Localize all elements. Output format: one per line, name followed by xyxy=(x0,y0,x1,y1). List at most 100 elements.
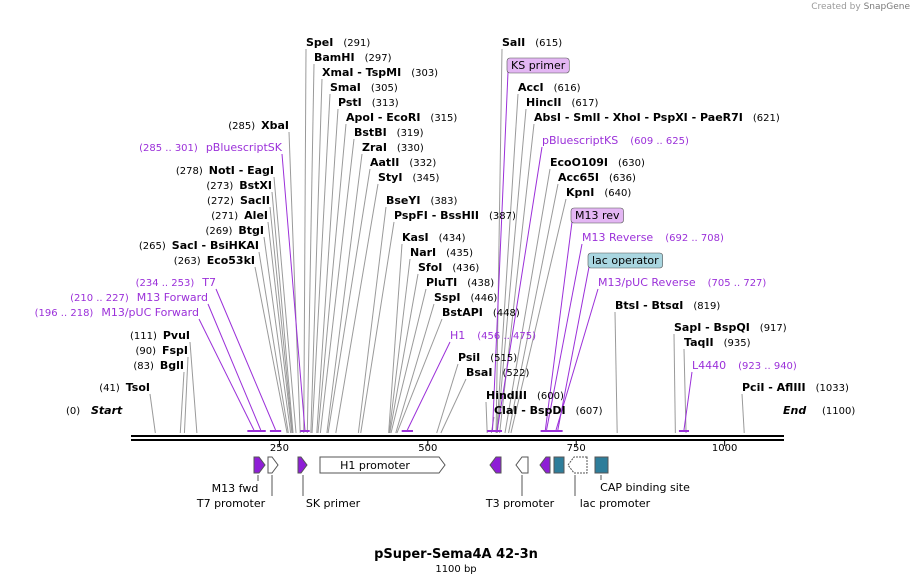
feature-label: H1 promoter xyxy=(340,459,410,472)
enzyme-position: (387) xyxy=(489,211,516,222)
site-leader-line xyxy=(614,311,618,434)
enzyme-position: (935) xyxy=(724,338,751,349)
feature-label: SK primer xyxy=(306,497,361,510)
site-leader-line xyxy=(389,273,419,434)
site-label-xmai-tspmi: XmaI - TspMI(303) xyxy=(322,66,438,79)
enzyme-name: ClaI - BspDI xyxy=(494,404,566,417)
primer-label-ks-primer: KS primer xyxy=(506,57,570,74)
enzyme-position: (1033) xyxy=(816,383,849,394)
site-label-apoi-ecori: ApoI - EcoRI(315) xyxy=(346,111,457,124)
site-label-pcii-afliii: PciI - AflIII (1033) xyxy=(742,381,849,394)
primer-leader-line xyxy=(496,146,543,431)
site-label-taqii: TaqII(935) xyxy=(684,336,751,349)
m13-fwd-arrow xyxy=(253,456,266,474)
site-leader-line xyxy=(496,93,519,434)
enzyme-name: BamHI xyxy=(314,51,355,64)
enzyme-name: ApoI - EcoRI xyxy=(346,111,420,124)
site-label-tsoi: TsoI(41) xyxy=(99,381,150,394)
enzyme-position: (269) xyxy=(206,226,233,237)
enzyme-name: AccI xyxy=(518,81,544,94)
enzyme-position: (291) xyxy=(343,38,370,49)
site-label-bstapi: BstAPI(448) xyxy=(442,306,520,319)
primer-leader-line xyxy=(281,153,306,431)
enzyme-position: (640) xyxy=(604,188,631,199)
primer-range: (196 .. 218) xyxy=(35,308,94,319)
enzyme-position: (111) xyxy=(130,331,157,342)
enzyme-name: SpeI xyxy=(306,36,333,49)
enzyme-name: PciI - AflIII xyxy=(742,381,806,394)
site-label-pvui: PvuI(111) xyxy=(130,329,190,342)
enzyme-position: (345) xyxy=(412,173,439,184)
site-leader-line xyxy=(510,198,567,434)
site-label-kasi: KasI(434) xyxy=(402,231,466,244)
site-labels: SpeI(291)BamHI(297)XmaI - TspMI(303)SmaI… xyxy=(35,36,856,417)
primer-label-t7: T7(234 .. 253) xyxy=(136,276,216,289)
enzyme-name: BtsI - BtsαI xyxy=(615,299,683,312)
credit: Created by SnapGene xyxy=(811,2,910,12)
lac-promoter-arrow xyxy=(567,456,588,474)
end-position: (1100) xyxy=(822,406,855,417)
enzyme-position: (435) xyxy=(446,248,473,259)
enzyme-name: HincII xyxy=(526,96,562,109)
site-leader-line xyxy=(149,393,156,434)
primer-range: (609 .. 625) xyxy=(630,136,689,147)
enzyme-name: StyI xyxy=(378,171,402,184)
site-label-sali: SalI(615) xyxy=(502,36,562,49)
primer-range: (234 .. 253) xyxy=(136,278,195,289)
site-label-styi: StyI (345) xyxy=(378,171,439,184)
enzyme-name: BstAPI xyxy=(442,306,483,319)
enzyme-position: (819) xyxy=(693,301,720,312)
primer-label-m13-reverse: M13 Reverse (692 .. 708) xyxy=(582,231,724,244)
enzyme-position: (438) xyxy=(467,278,494,289)
axis-tick-label: 750 xyxy=(567,443,586,454)
primer-range: (692 .. 708) xyxy=(665,233,724,244)
site-label-btsi-bts-i: BtsI - BtsαI (819) xyxy=(615,299,720,312)
enzyme-position: (285) xyxy=(228,121,255,132)
primer-name: pBluescriptKS xyxy=(542,134,618,147)
axis-tick-label: 1000 xyxy=(712,443,737,454)
enzyme-position: (600) xyxy=(537,391,564,402)
primer-badge xyxy=(587,252,663,269)
site-label-psii: PsiI(515) xyxy=(458,351,517,364)
enzyme-position: (272) xyxy=(207,196,234,207)
site-leader-line xyxy=(390,288,427,434)
site-leader-line xyxy=(316,108,339,434)
primer-name: M13/pUC Forward xyxy=(101,306,199,319)
site-leader-line xyxy=(327,168,371,434)
site-leader-line xyxy=(741,393,745,434)
enzyme-position: (305) xyxy=(371,83,398,94)
primer-leader-line xyxy=(207,303,262,431)
site-leader-line xyxy=(269,206,293,434)
enzyme-position: (330) xyxy=(397,143,424,154)
enzyme-position: (313) xyxy=(372,98,399,109)
enzyme-position: (332) xyxy=(409,158,436,169)
primer-range: (210 .. 227) xyxy=(70,293,129,304)
primer-leader-line xyxy=(683,371,693,431)
site-label-noti-eagi: NotI - EagI(278) xyxy=(176,164,274,177)
site-label-fspi: FspI(90) xyxy=(135,344,188,357)
primer-label-pbluescriptks: pBluescriptKS (609 .. 625) xyxy=(542,134,689,147)
site-label-smai: SmaI (305) xyxy=(330,81,398,94)
enzyme-name: TsoI xyxy=(126,381,150,394)
lac-operator-box xyxy=(553,456,565,474)
enzyme-name: NotI - EagI xyxy=(209,164,274,177)
leader-lines xyxy=(149,48,745,434)
enzyme-position: (446) xyxy=(470,293,497,304)
enzyme-name: KpnI xyxy=(566,186,594,199)
t3-promoter-arrow xyxy=(515,456,529,474)
primer-range: (705 .. 727) xyxy=(708,278,767,289)
primer-name: M13 Reverse xyxy=(582,231,653,244)
sk-primer-arrow xyxy=(297,456,308,474)
primer-name: KS primer xyxy=(511,59,566,72)
enzyme-name: SmaI xyxy=(330,81,361,94)
primer-leader-line xyxy=(546,243,583,431)
site-leader-line xyxy=(504,168,551,434)
enzyme-name: BstXI xyxy=(239,179,272,192)
enzyme-name: EcoO109I xyxy=(550,156,608,169)
enzyme-name: SspI xyxy=(434,291,460,304)
primer-label-pbluescriptsk: pBluescriptSK(285 .. 301) xyxy=(139,141,283,154)
site-leader-line xyxy=(271,191,294,434)
primer-label-m13-rev: M13 rev xyxy=(570,207,624,224)
site-label-hincii: HincII(617) xyxy=(526,96,599,109)
